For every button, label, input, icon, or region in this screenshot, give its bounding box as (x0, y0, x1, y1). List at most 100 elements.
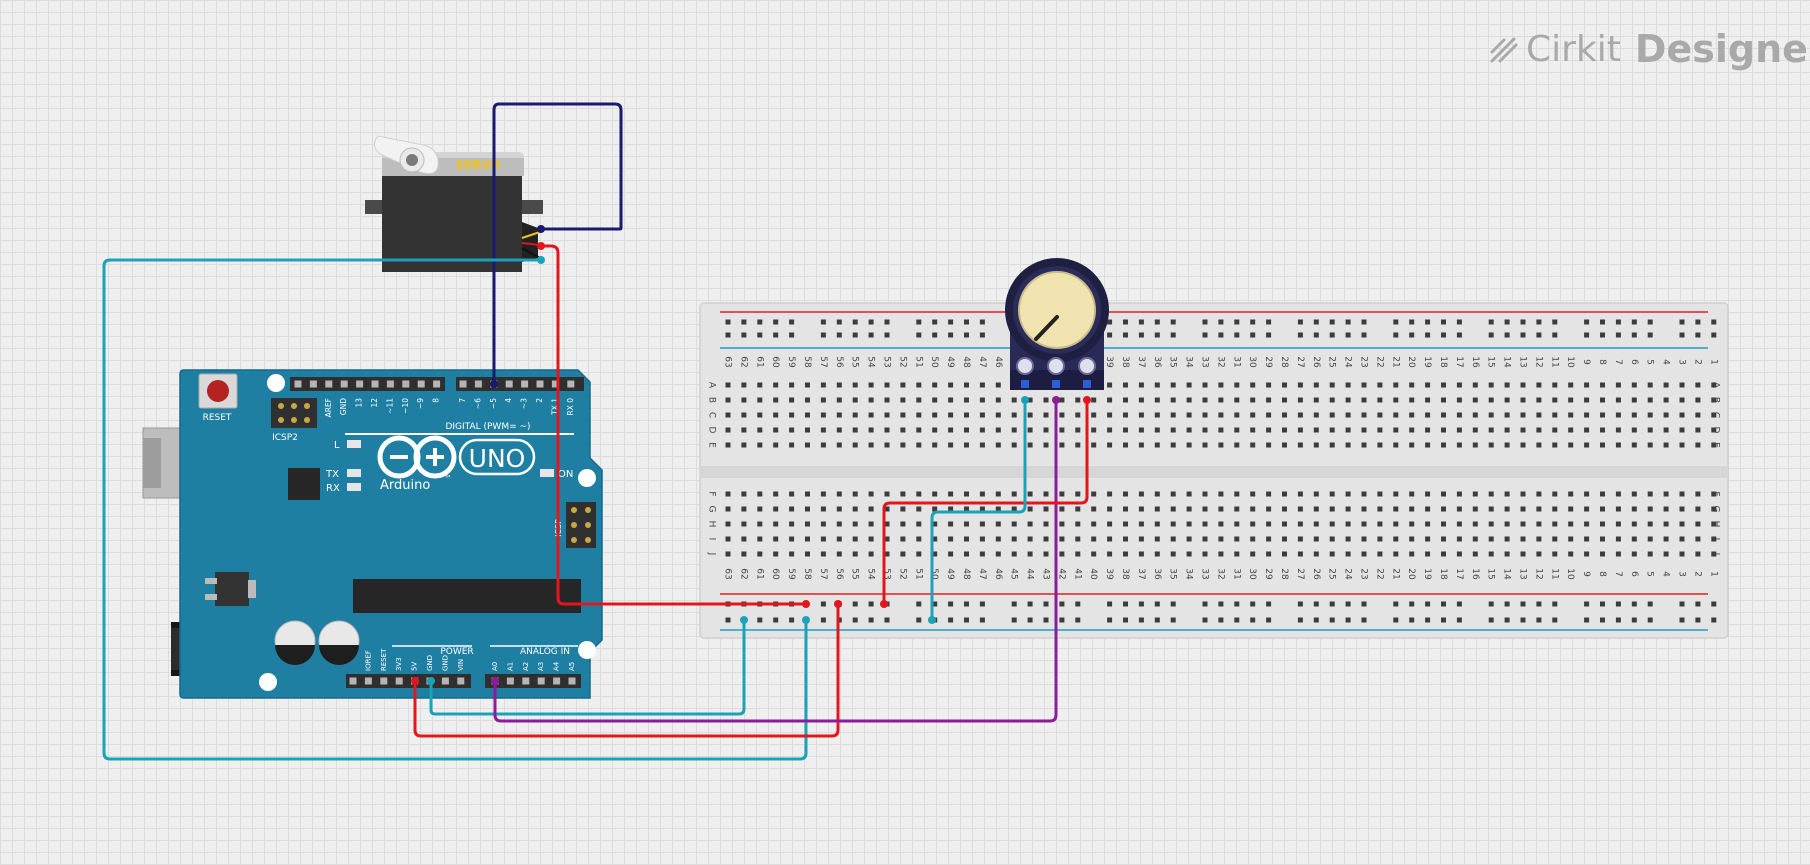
breadboard-hole[interactable] (852, 397, 858, 403)
breadboard-hole[interactable] (1282, 412, 1287, 418)
breadboard-hole[interactable] (1011, 397, 1017, 403)
breadboard-hole[interactable] (1695, 536, 1701, 542)
rail-hole[interactable] (948, 601, 954, 607)
breadboard-hole[interactable] (836, 442, 842, 448)
breadboard-hole[interactable] (900, 551, 906, 557)
breadboard-hole[interactable] (1154, 442, 1160, 448)
rail-hole[interactable] (1138, 332, 1144, 338)
breadboard-hole[interactable] (1488, 427, 1494, 433)
breadboard-hole[interactable] (1329, 442, 1335, 448)
breadboard-hole[interactable] (1631, 382, 1637, 388)
breadboard-hole[interactable] (1536, 506, 1542, 512)
breadboard-hole[interactable] (1504, 491, 1510, 497)
breadboard-hole[interactable] (1631, 521, 1637, 527)
breadboard-hole[interactable] (1711, 506, 1717, 512)
rail-hole[interactable] (868, 601, 874, 607)
breadboard-hole[interactable] (995, 491, 1001, 497)
breadboard-hole[interactable] (1282, 536, 1287, 542)
breadboard-hole[interactable] (1488, 536, 1494, 542)
breadboard-hole[interactable] (1154, 551, 1160, 557)
breadboard-hole[interactable] (1663, 397, 1669, 403)
rail-hole[interactable] (1600, 319, 1605, 325)
breadboard-hole[interactable] (1488, 491, 1494, 497)
breadboard-hole[interactable] (916, 506, 922, 512)
rail-hole[interactable] (948, 332, 954, 338)
rail-hole[interactable] (1679, 319, 1685, 325)
breadboard-hole[interactable] (1504, 551, 1510, 557)
breadboard-hole[interactable] (1138, 536, 1144, 542)
wire-servo-power[interactable] (539, 244, 808, 606)
breadboard-hole[interactable] (964, 397, 969, 403)
breadboard-hole[interactable] (868, 412, 874, 418)
breadboard-hole[interactable] (1711, 382, 1717, 388)
rail-hole[interactable] (1297, 332, 1303, 338)
breadboard-hole[interactable] (1425, 382, 1431, 388)
breadboard-hole[interactable] (789, 412, 795, 418)
breadboard-hole[interactable] (1170, 397, 1176, 403)
header-pin[interactable] (567, 380, 575, 388)
breadboard-hole[interactable] (1520, 412, 1526, 418)
breadboard-hole[interactable] (1472, 442, 1478, 448)
breadboard-hole[interactable] (1441, 442, 1446, 448)
breadboard-hole[interactable] (1075, 412, 1081, 418)
breadboard-hole[interactable] (1186, 442, 1192, 448)
breadboard-hole[interactable] (1250, 397, 1256, 403)
breadboard-hole[interactable] (725, 536, 731, 542)
breadboard-hole[interactable] (789, 397, 795, 403)
breadboard-hole[interactable] (1441, 521, 1446, 527)
breadboard-hole[interactable] (1393, 521, 1399, 527)
breadboard-hole[interactable] (1218, 442, 1224, 448)
header-pin[interactable] (395, 677, 403, 685)
breadboard-hole[interactable] (1568, 551, 1574, 557)
breadboard-hole[interactable] (1377, 427, 1383, 433)
header-pin[interactable] (371, 380, 379, 388)
breadboard-hole[interactable] (1393, 397, 1399, 403)
rail-hole[interactable] (725, 617, 731, 623)
breadboard-hole[interactable] (1568, 536, 1574, 542)
breadboard-hole[interactable] (884, 536, 890, 542)
breadboard-hole[interactable] (1123, 551, 1128, 557)
breadboard-hole[interactable] (1170, 551, 1176, 557)
breadboard-hole[interactable] (1631, 442, 1637, 448)
breadboard-hole[interactable] (1600, 397, 1605, 403)
breadboard-hole[interactable] (1218, 536, 1224, 542)
breadboard-hole[interactable] (773, 506, 779, 512)
breadboard-hole[interactable] (932, 536, 938, 542)
breadboard-hole[interactable] (852, 506, 858, 512)
breadboard-hole[interactable] (1075, 442, 1081, 448)
breadboard-hole[interactable] (1441, 382, 1446, 388)
breadboard-hole[interactable] (948, 442, 954, 448)
breadboard-hole[interactable] (868, 397, 874, 403)
breadboard-hole[interactable] (948, 382, 954, 388)
rail-hole[interactable] (979, 601, 985, 607)
breadboard-hole[interactable] (725, 397, 731, 403)
breadboard-hole[interactable] (1695, 442, 1701, 448)
breadboard-hole[interactable] (1345, 521, 1351, 527)
rail-hole[interactable] (789, 617, 795, 623)
breadboard-hole[interactable] (1361, 491, 1367, 497)
breadboard-hole[interactable] (1091, 427, 1097, 433)
breadboard-hole[interactable] (805, 412, 810, 418)
breadboard-hole[interactable] (1361, 551, 1367, 557)
breadboard-hole[interactable] (995, 442, 1001, 448)
header-pin[interactable] (553, 677, 561, 685)
rail-hole[interactable] (1536, 617, 1542, 623)
rail-hole[interactable] (1266, 617, 1272, 623)
rail-hole[interactable] (1154, 617, 1160, 623)
breadboard-hole[interactable] (916, 442, 922, 448)
rail-hole[interactable] (1345, 601, 1351, 607)
header-pin[interactable] (386, 380, 394, 388)
breadboard-hole[interactable] (1123, 412, 1128, 418)
breadboard-hole[interactable] (1520, 382, 1526, 388)
breadboard-hole[interactable] (979, 382, 985, 388)
breadboard-hole[interactable] (868, 521, 874, 527)
breadboard-hole[interactable] (725, 427, 731, 433)
breadboard-hole[interactable] (1218, 382, 1224, 388)
breadboard-hole[interactable] (836, 536, 842, 542)
breadboard-hole[interactable] (805, 536, 810, 542)
breadboard-hole[interactable] (1377, 412, 1383, 418)
breadboard-hole[interactable] (1266, 551, 1272, 557)
breadboard-hole[interactable] (757, 536, 763, 542)
breadboard-hole[interactable] (1297, 506, 1303, 512)
